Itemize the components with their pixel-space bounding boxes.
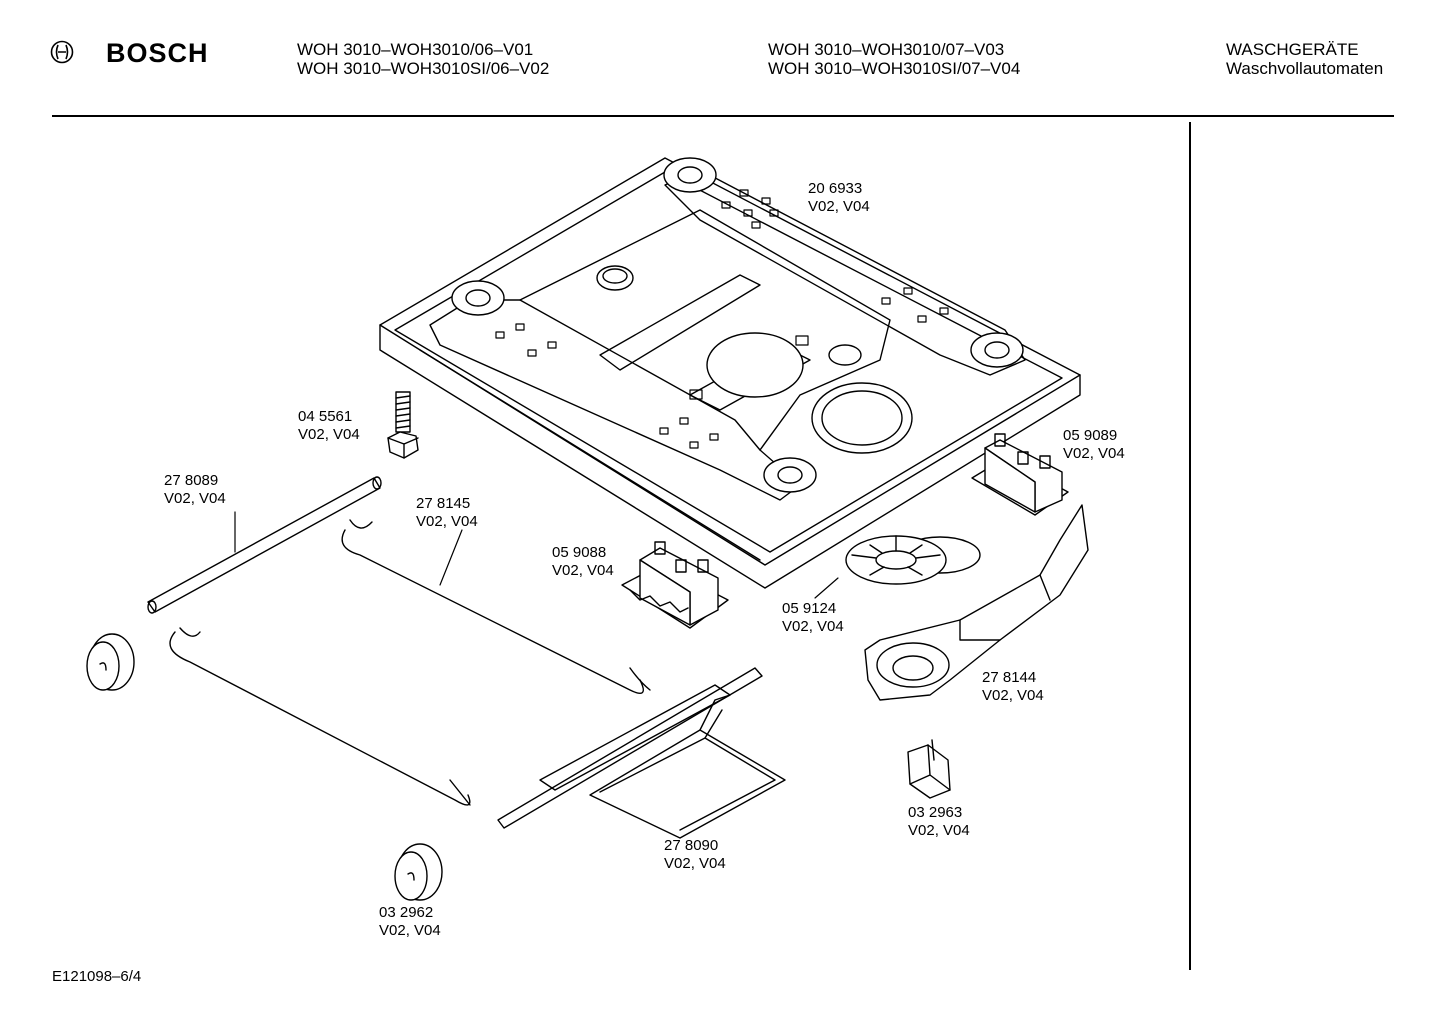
bracket-part-left <box>621 541 729 629</box>
model-line-2: WOH 3010–WOH3010SI/06–V02 <box>297 59 550 78</box>
base-frame-part <box>379 157 1081 589</box>
header-rule <box>52 115 1394 117</box>
model-line-3: WOH 3010–WOH3010/07–V03 <box>768 40 1005 59</box>
model-line-4: WOH 3010–WOH3010SI/07–V04 <box>768 59 1021 78</box>
frame-part <box>497 667 786 839</box>
drawing-id: E121098–6/4 <box>52 968 142 985</box>
bosch-logo-icon <box>50 40 74 64</box>
side-rule <box>1189 122 1191 970</box>
model-line-1: WOH 3010–WOH3010/06–V01 <box>297 40 534 59</box>
foot-cap-part-2 <box>394 843 443 901</box>
bracket-part-right <box>971 433 1069 516</box>
leader-lines <box>234 511 839 599</box>
screw-part <box>387 391 419 459</box>
spring-part-lower <box>169 627 471 806</box>
foot-cap-part-1 <box>86 633 135 691</box>
category-subtitle: Waschvollautomaten <box>1226 59 1384 78</box>
spring-part-upper <box>341 519 651 694</box>
clip-part <box>907 739 951 799</box>
category-title: WASCHGERÄTE <box>1226 40 1359 59</box>
support-arm-part <box>864 504 1089 701</box>
rod-part <box>147 476 382 614</box>
cover-disc-part <box>845 535 981 585</box>
brand-name: BOSCH <box>106 38 209 68</box>
